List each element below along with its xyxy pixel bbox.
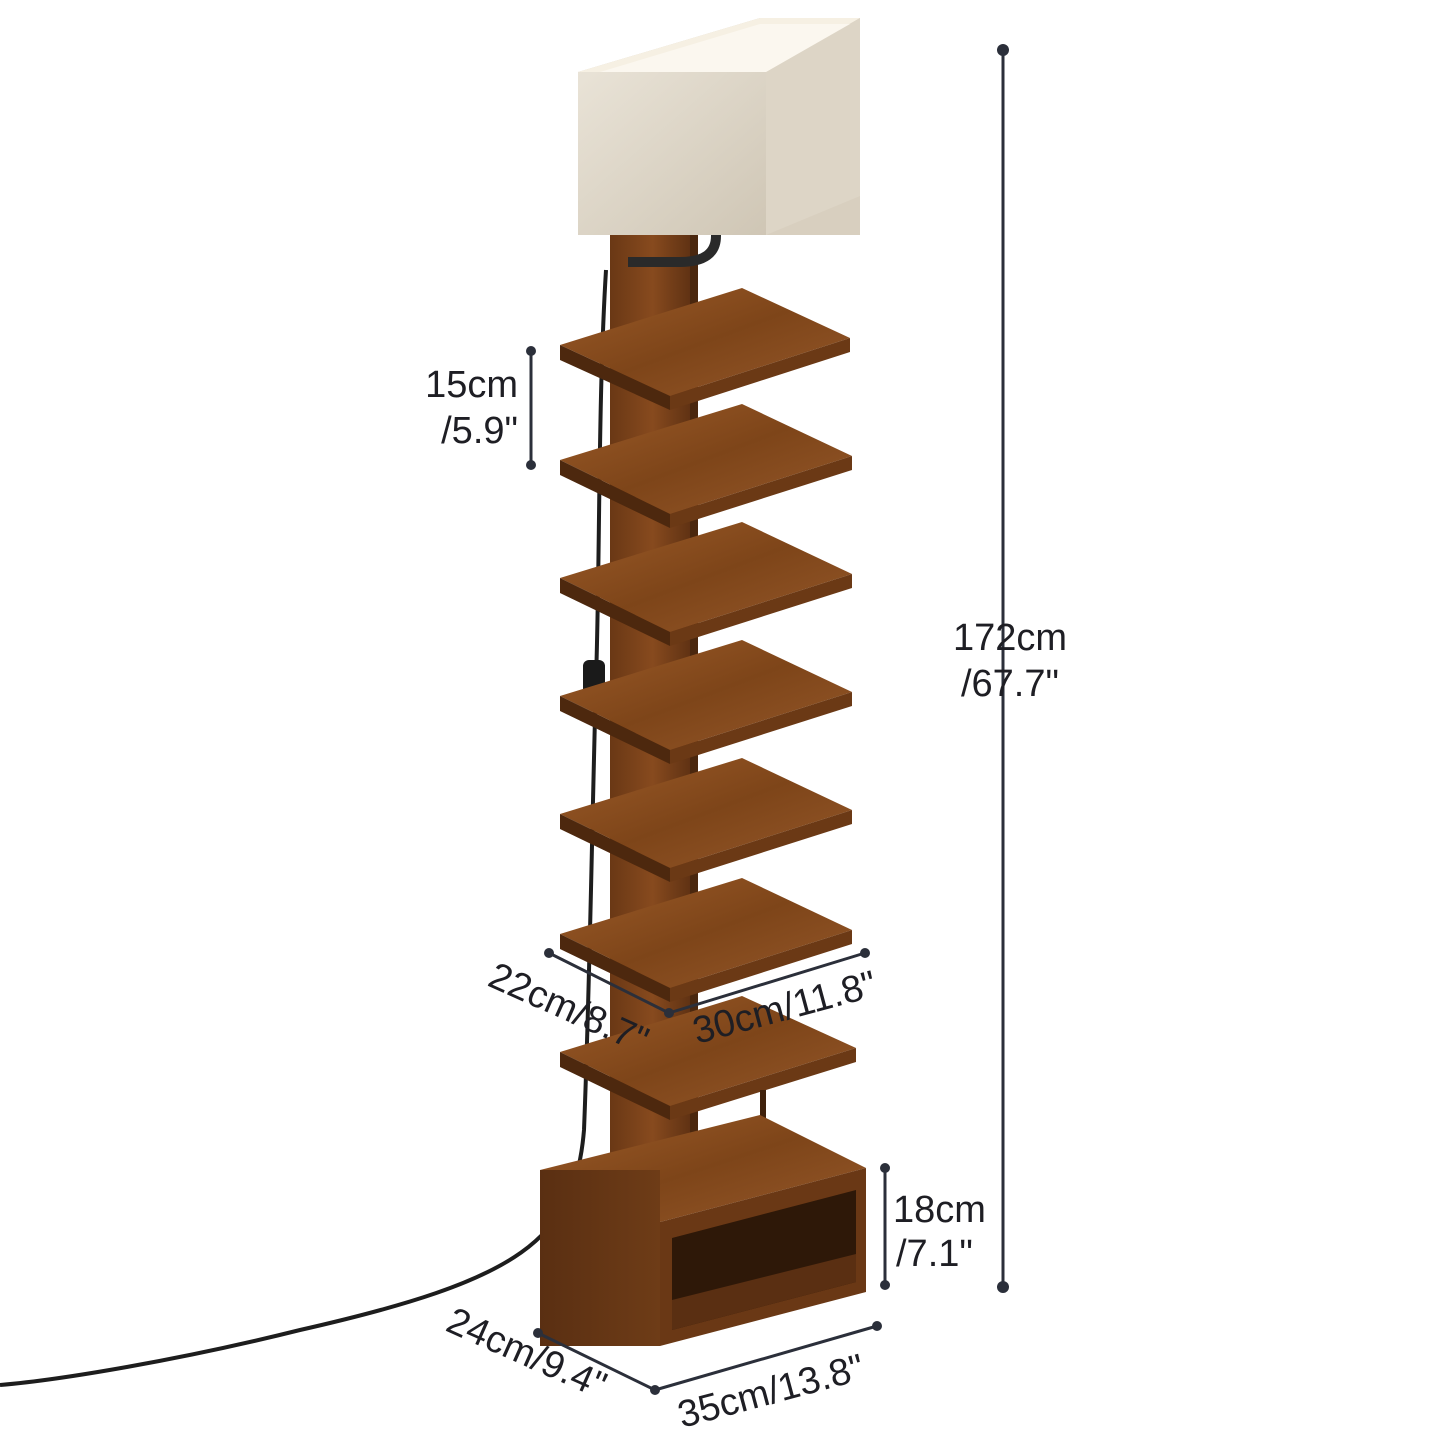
- dimension-markers: [526, 44, 1009, 1395]
- shelf-spacing-label-cm: 15cm: [425, 364, 518, 406]
- height-label-cm: 172cm: [953, 617, 1067, 659]
- base-height-label-in: /7.1": [896, 1233, 973, 1275]
- shelf: [560, 522, 852, 646]
- shelf: [560, 404, 852, 528]
- shelf: [560, 758, 852, 882]
- lamp-shade: [578, 18, 860, 235]
- lamp-illustration: [0, 18, 866, 1387]
- shelf: [560, 640, 852, 764]
- base-height-label-cm: 18cm: [893, 1189, 986, 1231]
- base-cubby: [540, 1115, 866, 1346]
- shade-bracket: [628, 230, 721, 267]
- shelf: [560, 996, 856, 1120]
- height-label-in: /67.7": [961, 663, 1059, 705]
- base-width-label: 35cm/13.8": [673, 1347, 868, 1437]
- shelf: [560, 878, 852, 1002]
- power-cord: [0, 269, 608, 1387]
- shelves: [560, 288, 856, 1120]
- shelf: [560, 288, 850, 410]
- shelf-spacing-label-in: /5.9": [441, 410, 518, 452]
